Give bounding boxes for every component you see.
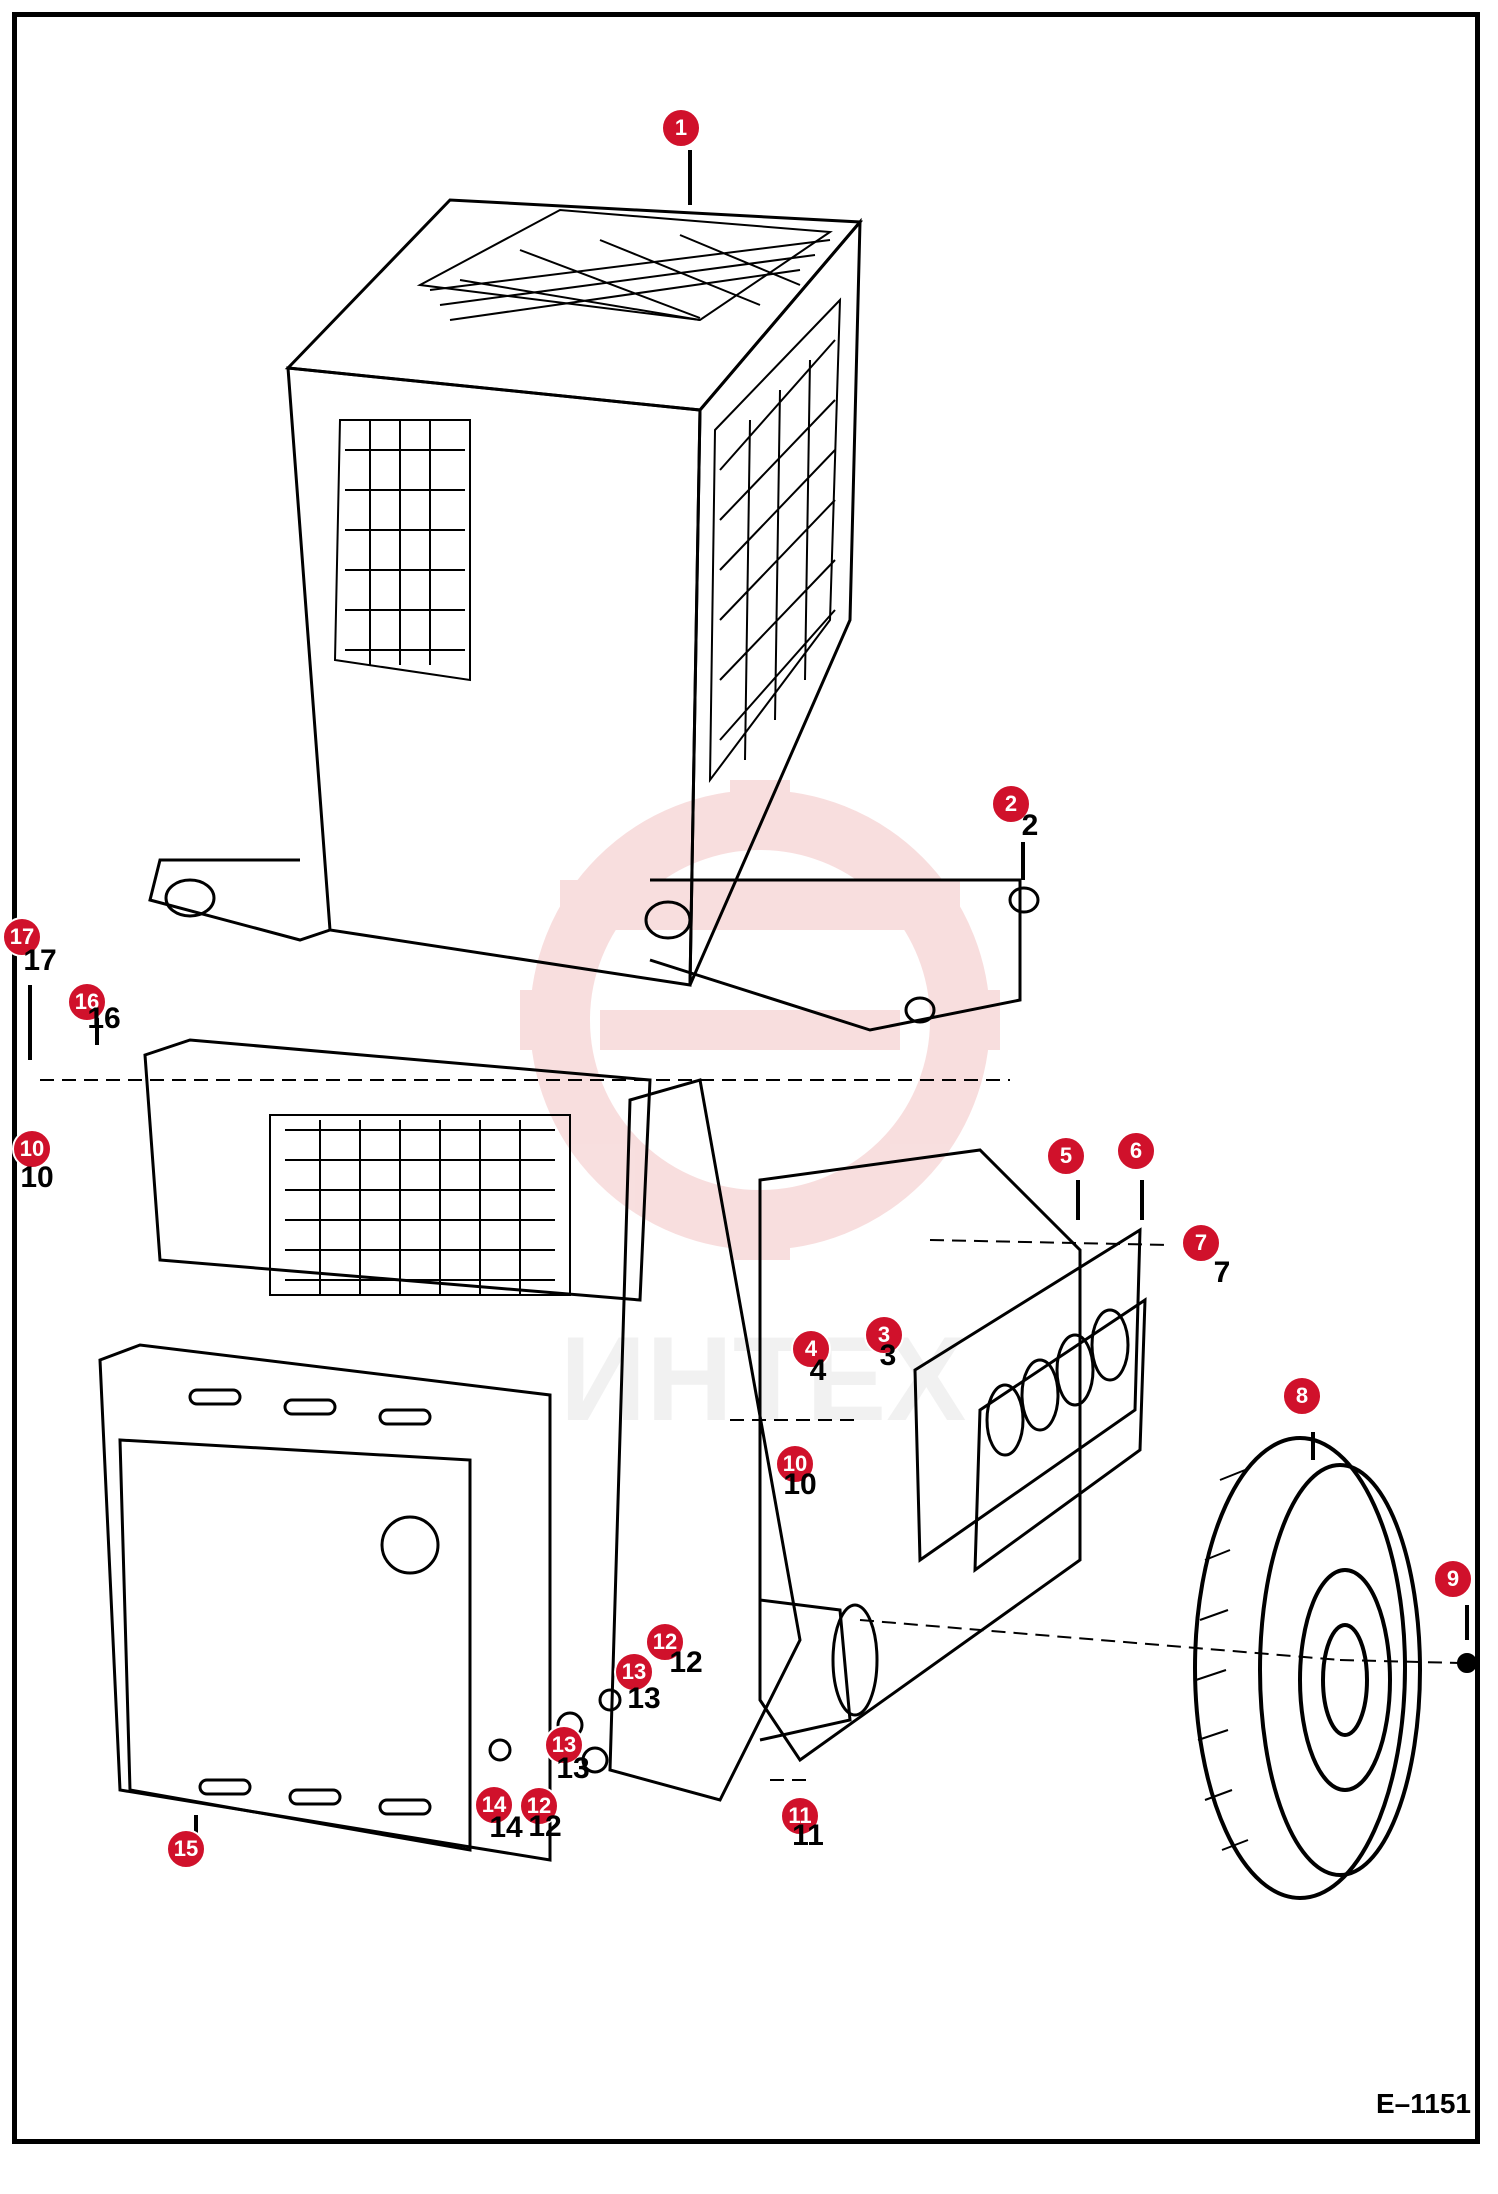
callout-marker xyxy=(166,1829,206,1869)
callout-marker xyxy=(1116,1131,1156,1171)
callout-marker xyxy=(67,982,107,1022)
main-frame xyxy=(98,1038,1082,1862)
callout-number: 12 xyxy=(527,1793,551,1818)
callout-number: 11 xyxy=(788,1803,811,1828)
callout-16: 16 xyxy=(67,982,107,1022)
callout-3: 3 xyxy=(864,1315,904,1355)
callout-13: 13 xyxy=(614,1652,654,1692)
part-number-label: 7 xyxy=(1214,1256,1231,1289)
side-cover-plates xyxy=(913,1227,1147,1574)
callout-marker xyxy=(474,1785,514,1825)
leader-lines xyxy=(40,1079,1461,1781)
callout-14: 14 xyxy=(474,1785,514,1825)
callout-number: 2 xyxy=(1005,791,1017,816)
callout-number: 7 xyxy=(1195,1230,1207,1255)
drawing-border xyxy=(12,12,1480,2144)
callout-2: 2 xyxy=(991,784,1031,824)
part-number-label: 16 xyxy=(87,1002,120,1035)
callout-11: 11 xyxy=(780,1796,820,1836)
part-number-label: 14 xyxy=(489,1811,523,1844)
part-number-label: 11 xyxy=(792,1819,824,1852)
callout-number: 1 xyxy=(675,115,687,140)
callout-15: 15 xyxy=(166,1829,206,1869)
callout-marker xyxy=(544,1725,584,1765)
callout-1: 1 xyxy=(661,108,701,148)
callout-10: 10 xyxy=(12,1129,52,1169)
callout-number: 15 xyxy=(174,1836,198,1861)
part-number-label: 10 xyxy=(783,1468,816,1501)
callout-marker xyxy=(645,1622,685,1662)
part-number-label: 12 xyxy=(669,1646,702,1679)
callout-number: 3 xyxy=(878,1322,890,1347)
callout-number: 12 xyxy=(653,1629,677,1654)
callout-marker xyxy=(780,1796,820,1836)
part-number-label: 4 xyxy=(810,1354,827,1387)
part-number-label: 17 xyxy=(23,944,56,977)
callout-marker xyxy=(519,1786,559,1826)
callout-marker xyxy=(12,1129,52,1169)
callout-number: 5 xyxy=(1060,1143,1072,1168)
tire-and-wheel xyxy=(1193,1436,1477,1900)
part-number-label: 2 xyxy=(1022,809,1039,842)
callout-marker xyxy=(1181,1223,1221,1263)
callout-marker xyxy=(775,1444,815,1484)
operator-cab xyxy=(148,198,1040,1032)
callout-8: 8 xyxy=(1282,1376,1322,1416)
callout-marker xyxy=(2,917,42,957)
callout-number: 13 xyxy=(552,1732,576,1757)
callout-number: 10 xyxy=(20,1136,44,1161)
callout-number: 13 xyxy=(622,1659,646,1684)
callout-10: 10 xyxy=(775,1444,815,1484)
callout-marker xyxy=(1282,1376,1322,1416)
callout-marker xyxy=(1433,1559,1473,1599)
part-number-label: 13 xyxy=(556,1752,589,1785)
part-number-label: 3 xyxy=(880,1339,897,1372)
callout-number: 6 xyxy=(1130,1138,1142,1163)
part-number-label: 13 xyxy=(627,1682,660,1715)
callout-marker xyxy=(864,1315,904,1355)
callout-number: 17 xyxy=(10,924,34,949)
callout-9: 9 xyxy=(1433,1559,1473,1599)
callout-5: 5 xyxy=(1046,1136,1086,1176)
callout-number: 9 xyxy=(1447,1566,1459,1591)
callout-marker xyxy=(614,1652,654,1692)
callout-marker xyxy=(1046,1136,1086,1176)
callout-12: 12 xyxy=(519,1786,559,1826)
callout-marker xyxy=(661,108,701,148)
callout-7: 7 xyxy=(1181,1223,1221,1263)
callout-number: 14 xyxy=(482,1792,507,1817)
callout-marker xyxy=(991,784,1031,824)
callout-4: 4 xyxy=(791,1329,831,1369)
callout-13: 13 xyxy=(544,1725,584,1765)
callout-number: 4 xyxy=(805,1336,818,1361)
callout-number: 10 xyxy=(783,1451,807,1476)
part-number-label: 12 xyxy=(528,1810,561,1843)
callout-17: 17 xyxy=(2,917,42,957)
callout-number: 8 xyxy=(1296,1383,1308,1408)
part-number-label: 10 xyxy=(20,1161,53,1194)
callout-marker xyxy=(791,1329,831,1369)
drawing-reference-code: E–1151 xyxy=(1376,2088,1471,2119)
callout-12: 12 xyxy=(645,1622,685,1662)
callout-6: 6 xyxy=(1116,1131,1156,1171)
callout-number: 16 xyxy=(75,989,99,1014)
